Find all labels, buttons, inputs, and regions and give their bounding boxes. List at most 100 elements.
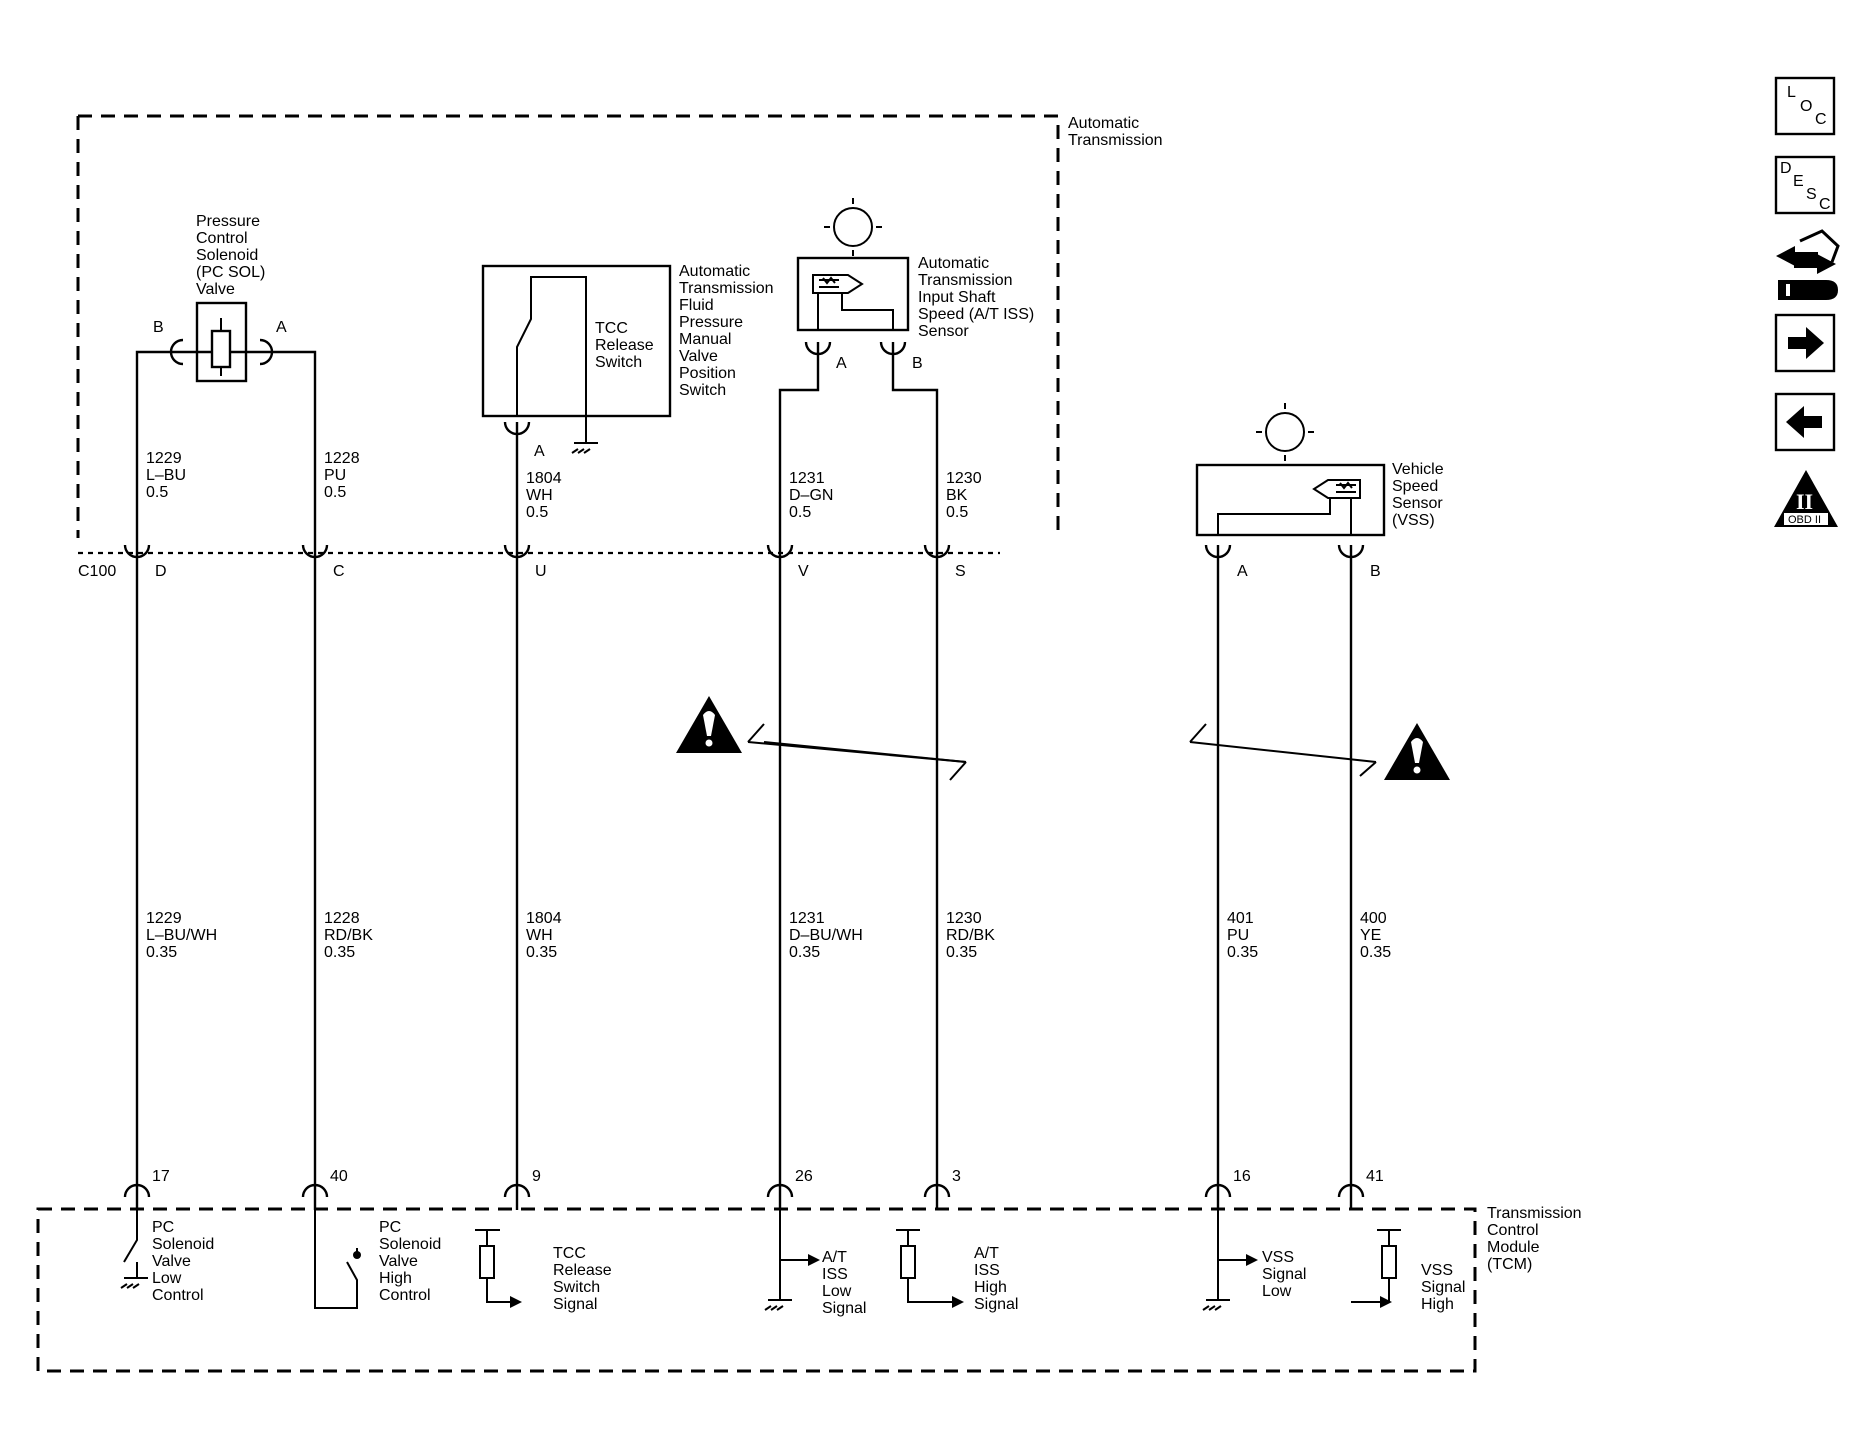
prev-button[interactable] bbox=[1774, 392, 1836, 452]
desc-letter-e: E bbox=[1793, 173, 1804, 190]
tcm-signal-label: PC bbox=[379, 1219, 401, 1236]
tcm-pin: 26 bbox=[795, 1168, 813, 1185]
fluid-switch-label-6: Valve bbox=[679, 348, 718, 365]
lower-wire-circuit: 1231 bbox=[789, 910, 825, 927]
transmission-label-line2: Transmission bbox=[1068, 132, 1163, 149]
caution-icon bbox=[676, 696, 742, 753]
upper-wire-color: PU bbox=[324, 467, 346, 484]
transmission-enclosure: Automatic Transmission bbox=[76, 114, 1163, 555]
tcm-pin: 41 bbox=[1366, 1168, 1384, 1185]
tcm-signal-label: Solenoid bbox=[152, 1236, 214, 1253]
vss-label-4: (VSS) bbox=[1392, 512, 1435, 529]
tcm-signal-label: PC bbox=[152, 1219, 174, 1236]
tcm-signal-label: Signal bbox=[553, 1296, 597, 1313]
vss-label-2: Speed bbox=[1392, 478, 1438, 495]
twisted-pair-vss bbox=[1189, 723, 1377, 777]
transmission-label-line1: Automatic bbox=[1068, 115, 1139, 132]
iss-pin-b: B bbox=[912, 355, 923, 372]
lower-wire-color: RD/BK bbox=[324, 927, 373, 944]
pc-sol-label-1: Pressure bbox=[196, 213, 260, 230]
tcm-label-line1: Transmission bbox=[1487, 1205, 1582, 1222]
upper-wire-color: WH bbox=[526, 487, 553, 504]
loc-button[interactable]: L O C bbox=[1774, 76, 1836, 136]
lower-wire-gauge: 0.35 bbox=[324, 944, 355, 961]
iss-label-4: Speed (A/T ISS) bbox=[918, 306, 1034, 323]
lower-wire-color: WH bbox=[526, 927, 553, 944]
vss-pin-a: A bbox=[1237, 563, 1248, 580]
loc-letter-c: C bbox=[1815, 111, 1827, 128]
caution-icon bbox=[1384, 723, 1450, 780]
next-button[interactable] bbox=[1774, 313, 1836, 373]
tcm-signal-label: ISS bbox=[822, 1266, 848, 1283]
tcm-circuit-vss-low bbox=[1202, 1210, 1258, 1311]
connector-button[interactable] bbox=[1776, 229, 1840, 300]
tcm-signal-label: Low bbox=[152, 1270, 182, 1287]
lower-wire-circuit: 401 bbox=[1227, 910, 1254, 927]
pc-sol-label-5: Valve bbox=[196, 281, 235, 298]
tcm-signal-label: High bbox=[974, 1279, 1007, 1296]
vss-label-1: Vehicle bbox=[1392, 461, 1444, 478]
c100-pin-labels: D C U V S bbox=[155, 563, 966, 580]
tcm-label-line4: (TCM) bbox=[1487, 1256, 1532, 1273]
tcm-pin: 17 bbox=[152, 1168, 170, 1185]
desc-button[interactable]: D E S C bbox=[1774, 155, 1836, 215]
fluid-switch-label-7: Position bbox=[679, 365, 736, 382]
tcm-signal-label: Control bbox=[152, 1287, 204, 1304]
tcm-circuit-pc-sol-low bbox=[120, 1210, 148, 1289]
iss-label-3: Input Shaft bbox=[918, 289, 996, 306]
c100-pin: D bbox=[155, 563, 167, 580]
c100-pin: C bbox=[333, 563, 345, 580]
upper-wire-circuit: 1228 bbox=[324, 450, 360, 467]
arrow-right-icon bbox=[1788, 327, 1824, 359]
tcm-signal-label: High bbox=[1421, 1296, 1454, 1313]
lower-wire-color: PU bbox=[1227, 927, 1249, 944]
lower-wire-gauge: 0.35 bbox=[946, 944, 977, 961]
pc-sol-label-3: Solenoid bbox=[196, 247, 258, 264]
upper-wire-gauge: 0.5 bbox=[789, 504, 811, 521]
iss-label-2: Transmission bbox=[918, 272, 1013, 289]
tcm-circuit-tcc-signal bbox=[475, 1229, 522, 1308]
tcm-circuit-vss-high bbox=[1351, 1229, 1401, 1308]
desc-letter-c: C bbox=[1819, 196, 1831, 213]
loc-letter-l: L bbox=[1787, 84, 1796, 101]
lower-wire-color: D–BU/WH bbox=[789, 927, 863, 944]
desc-letter-s: S bbox=[1806, 186, 1817, 203]
fluid-switch-label-1: Automatic bbox=[679, 263, 750, 280]
tcm-signal-label: Switch bbox=[553, 1279, 600, 1296]
tcm-signal-label: A/T bbox=[822, 1249, 847, 1266]
tcm-pin: 3 bbox=[952, 1168, 961, 1185]
upper-wire-circuit: 1230 bbox=[946, 470, 982, 487]
lower-wire-color: RD/BK bbox=[946, 927, 995, 944]
tcc-switch-label-2: Release bbox=[595, 337, 654, 354]
fluid-switch-label-8: Switch bbox=[679, 382, 726, 399]
main-wires bbox=[123, 544, 1365, 1210]
tcm-signal-label: TCC bbox=[553, 1245, 586, 1262]
fluid-switch-label-2: Transmission bbox=[679, 280, 774, 297]
desc-letter-d: D bbox=[1780, 160, 1792, 177]
obd-button[interactable]: II OBD II bbox=[1774, 470, 1838, 527]
tcm-pin: 40 bbox=[330, 1168, 348, 1185]
obd-label: OBD II bbox=[1788, 514, 1821, 526]
lower-wire-gauge: 0.35 bbox=[1360, 944, 1391, 961]
c100-connector-label: C100 bbox=[78, 563, 116, 580]
sidebar: L O C D E S C bbox=[1774, 76, 1840, 527]
lower-wire-gauge: 0.35 bbox=[146, 944, 177, 961]
tcm-signal-label: VSS bbox=[1262, 1249, 1294, 1266]
fluid-switch-label-3: Fluid bbox=[679, 297, 714, 314]
pc-sol-label-2: Control bbox=[196, 230, 248, 247]
lower-wire-circuit: 400 bbox=[1360, 910, 1387, 927]
tcm-signal-label: Low bbox=[1262, 1283, 1292, 1300]
tcm-signal-label: Signal bbox=[822, 1300, 866, 1317]
pc-sol-pin-b: B bbox=[153, 319, 164, 336]
pc-sol-pin-a: A bbox=[276, 319, 287, 336]
upper-wire-gauge: 0.5 bbox=[946, 504, 968, 521]
fluid-switch-label-4: Pressure bbox=[679, 314, 743, 331]
tcm-signal-label: High bbox=[379, 1270, 412, 1287]
tcc-switch-label-1: TCC bbox=[595, 320, 628, 337]
lower-wire-circuit: 1228 bbox=[324, 910, 360, 927]
tcm-signal-label: A/T bbox=[974, 1245, 999, 1262]
c100-pin: V bbox=[798, 563, 809, 580]
vss-component: Vehicle Speed Sensor (VSS) A B bbox=[1195, 403, 1444, 580]
obd-ii-icon bbox=[1774, 470, 1838, 527]
